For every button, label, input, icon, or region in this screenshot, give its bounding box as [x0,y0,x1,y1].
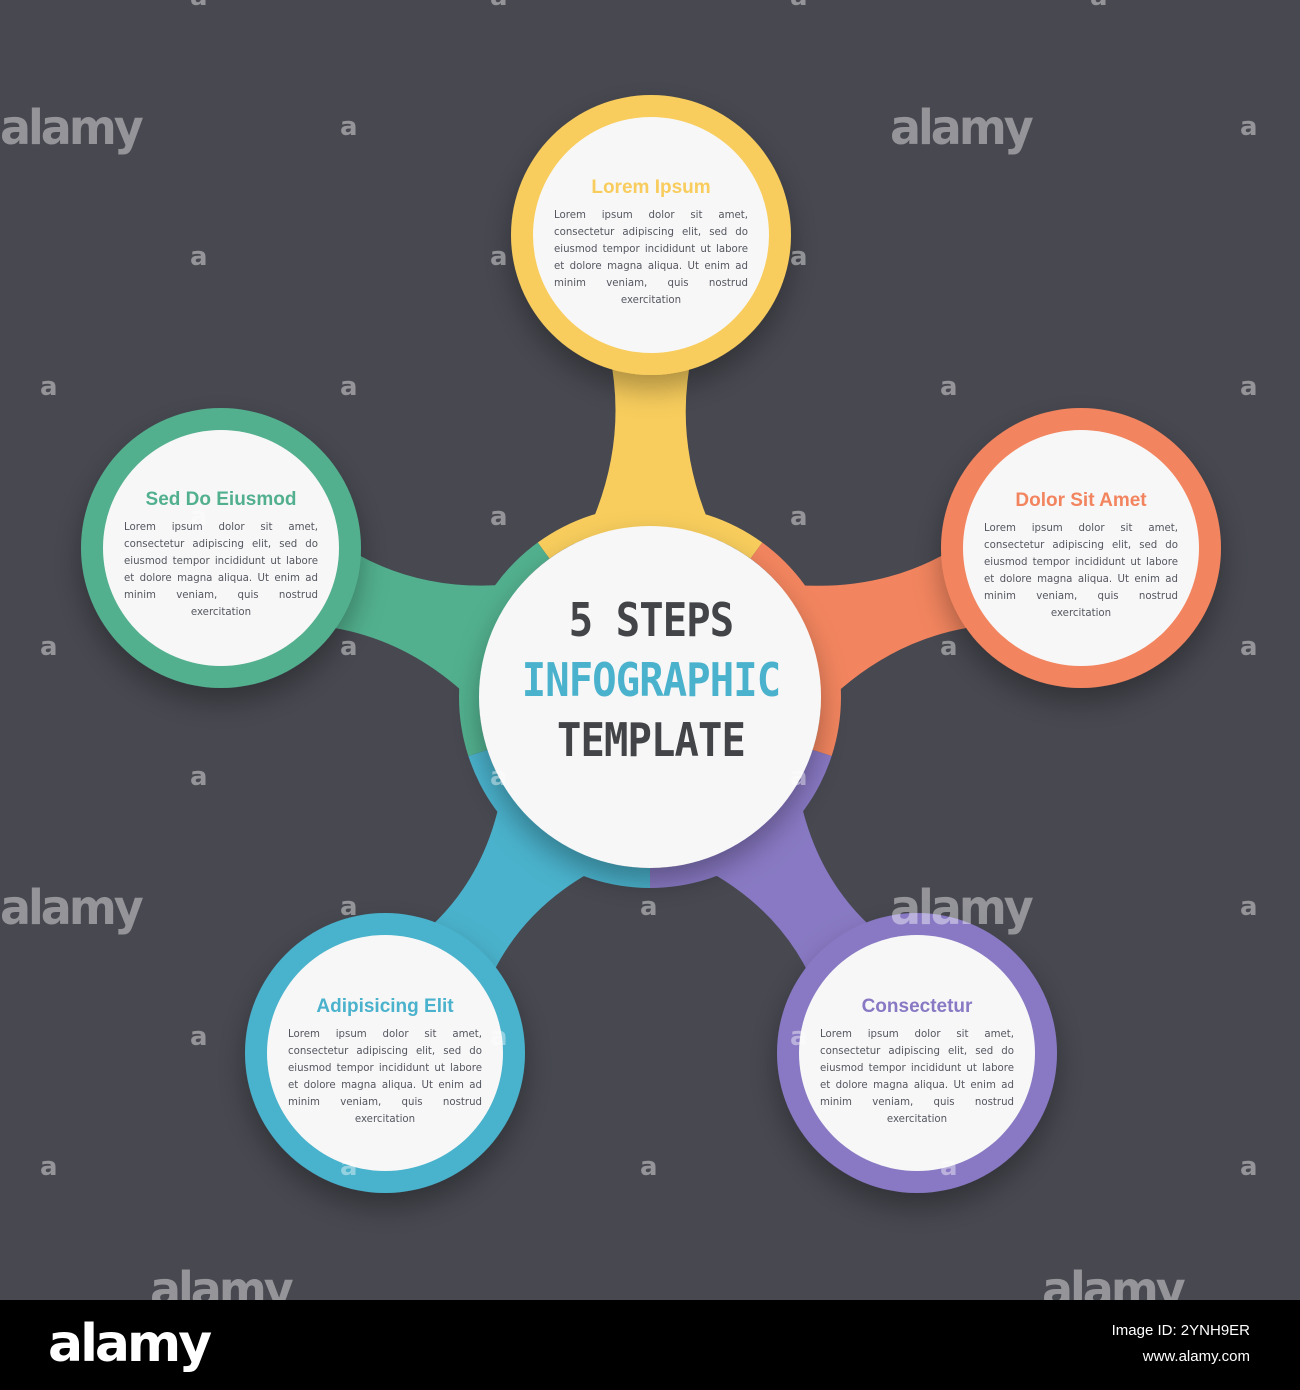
center-ring-segment-3 [650,749,832,888]
step-1-body: Lorem ipsum dolor sit amet, consectetur … [554,210,748,306]
step-1-title: Lorem Ipsum [591,177,711,198]
watermark-letter: a [1240,1152,1258,1182]
step-3-title: Consectetur [861,996,973,1017]
connector-1 [580,334,721,548]
center-inner-circle [479,526,821,868]
watermark-letter: a [340,112,358,142]
step-4: Adipisicing Elit Lorem ipsum dolor sit a… [288,996,482,1128]
step-4-inner-circle [267,935,503,1171]
step-4-title: Adipisicing Elit [316,996,454,1017]
step-3-inner-circle [799,935,1035,1171]
center-title-line1: 5 STEPS [568,593,734,647]
watermark-letter: a [790,762,808,792]
watermark-letter: a [340,372,358,402]
watermark-letter: a [190,1022,208,1052]
footer-image-id: Image ID: 2YNH9ER [1111,1322,1250,1339]
watermark-letter: a [340,892,358,922]
watermark-letter: a [40,632,58,662]
watermark-letter: a [940,1152,958,1182]
watermark-letter: a [190,502,208,532]
center-ring-segment-2 [750,542,841,757]
step-5-inner-circle [103,430,339,666]
center-title: 5 STEPS INFOGRAPHIC TEMPLATE [480,590,822,770]
footer-site: www.alamy.com [1142,1348,1250,1365]
watermark-letter: a [790,1022,808,1052]
step-3: Consectetur Lorem ipsum dolor sit amet, … [820,996,1014,1128]
infographic-canvas [81,95,1221,1193]
watermark-letter: a [490,502,508,532]
watermark-letter: a [790,0,808,12]
watermark-letter: a [640,1152,658,1182]
center-ring-segment-5 [459,542,550,757]
watermark-letter: a [490,762,508,792]
step-4-body: Lorem ipsum dolor sit amet, consectetur … [288,1029,482,1125]
watermark-word: alamy [0,98,144,156]
watermark-letter: a [40,1152,58,1182]
watermark-letter: a [790,242,808,272]
watermark-letter: a [790,502,808,532]
watermark-word: alamy [0,878,144,936]
watermark-letter: a [190,242,208,272]
outer-rings [81,95,1221,1193]
step-3-body: Lorem ipsum dolor sit amet, consectetur … [820,1029,1014,1125]
watermark-letter: a [40,372,58,402]
watermark-letter: a [1090,0,1108,12]
watermark-letter: a [340,632,358,662]
watermark-letter: a [490,0,508,12]
watermark-letter: a [1240,112,1258,142]
step-2-title: Dolor Sit Amet [1015,490,1147,511]
watermark-letter: a [1240,632,1258,662]
watermark-letter: a [1240,372,1258,402]
watermark-letter: a [190,0,208,12]
watermark-letter: a [490,242,508,272]
watermark-letter: a [640,892,658,922]
footer-logo: alamy [48,1314,212,1374]
center-ring-segment-4 [468,749,650,888]
watermark-letter: a [940,372,958,402]
step-1-inner-circle [533,117,769,353]
watermark-letter: a [190,762,208,792]
step-2-inner-circle [963,430,1199,666]
center-ring [459,506,841,888]
footer-bar: alamy Image ID: 2YNH9ER www.alamy.com [0,1300,1300,1390]
watermark-letter: a [340,1152,358,1182]
watermark-letter: a [490,1022,508,1052]
watermark-letter: a [1240,892,1258,922]
center-title-line2: INFOGRAPHIC [521,653,781,707]
watermark-letter: a [940,632,958,662]
watermark-word: alamy [890,98,1034,156]
step-2: Dolor Sit Amet Lorem ipsum dolor sit ame… [984,490,1178,622]
watermark-word: alamy [890,878,1034,936]
step-5-body: Lorem ipsum dolor sit amet, consectetur … [124,522,318,618]
step-1: Lorem Ipsum Lorem ipsum dolor sit amet, … [554,177,748,309]
step-5-title: Sed Do Eiusmod [145,489,297,510]
center-title-line3: TEMPLATE [557,713,746,767]
step-5: Sed Do Eiusmod Lorem ipsum dolor sit ame… [124,489,318,621]
center-ring-segment-1 [537,506,763,559]
step-2-body: Lorem ipsum dolor sit amet, consectetur … [984,523,1178,619]
